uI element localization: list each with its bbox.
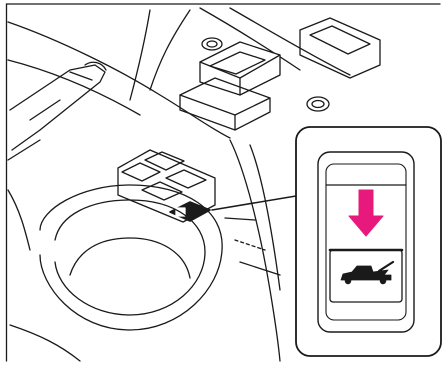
switch-panel bbox=[118, 150, 215, 222]
leader-line bbox=[212, 196, 296, 210]
lower-console bbox=[10, 140, 280, 361]
vent bbox=[300, 18, 380, 78]
callout-box bbox=[296, 127, 441, 356]
parking-brake-lever bbox=[8, 62, 106, 160]
